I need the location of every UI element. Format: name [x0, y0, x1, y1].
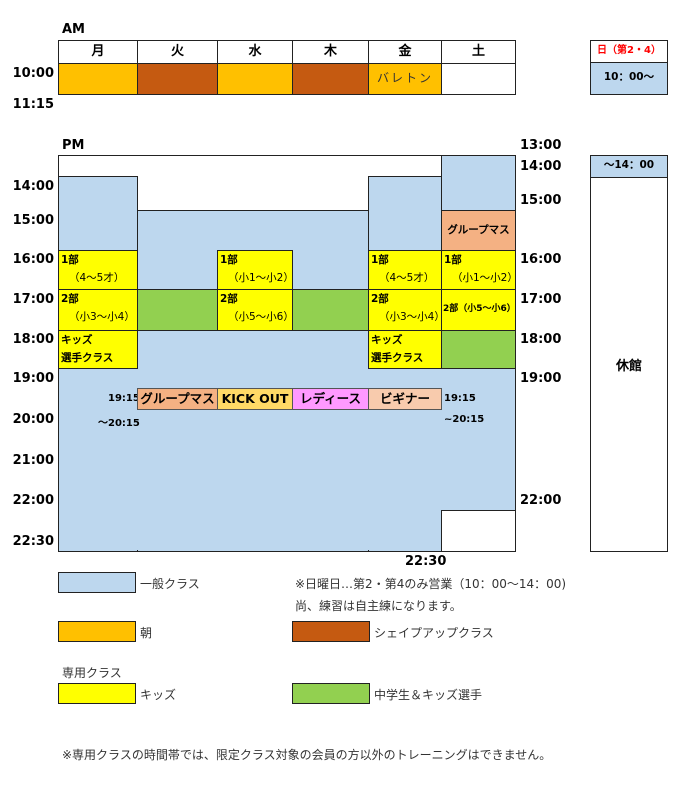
kids-title: 2部	[220, 293, 238, 305]
kids-title: キッズ	[61, 334, 93, 346]
am-sat-empty	[441, 63, 516, 95]
kids-title: 1部	[444, 254, 462, 266]
kids-title: キッズ	[371, 334, 403, 346]
sunday-closed-box: 休館	[590, 177, 668, 552]
mon-kids-part2: 2部 （小3～小4）	[58, 289, 138, 331]
footer-note: ※専用クラスの時間帯では、限定クラス対象の会員の方以外のトレーニングはできません…	[62, 748, 552, 762]
time-label-2100: 21:00	[12, 453, 54, 468]
kids-title: 1部	[371, 254, 389, 266]
mon-kids-part1: 1部 （4～5才）	[58, 250, 138, 290]
time-label-1000: 10:00	[12, 66, 54, 81]
kids-sub: 選手クラス	[61, 352, 114, 364]
time-label-r-1600: 16:00	[520, 252, 562, 267]
time-label-1115: 11:15	[12, 97, 54, 112]
time-label-r-1400: 14:00	[520, 159, 562, 174]
kids-title: 2部	[61, 293, 79, 305]
sunday-closed-label: 休館	[615, 359, 642, 374]
thu-junior-class	[292, 289, 369, 331]
legend-general-swatch	[58, 572, 136, 593]
legend-junior-label: 中学生＆キッズ選手	[374, 688, 483, 702]
legend-kids-label: キッズ	[140, 688, 177, 702]
legend-kids-swatch	[58, 683, 136, 704]
kids-title: 1部	[220, 254, 238, 266]
am-label: AM	[62, 22, 85, 37]
am-mon-morning-class	[58, 63, 138, 95]
legend-shapeup-label: シェイプアップクラス	[374, 626, 494, 640]
kids-sub: （小1～小2）	[228, 272, 294, 284]
legend-morning-label: 朝	[140, 626, 153, 640]
time-label-2000: 20:00	[12, 412, 54, 427]
wed-kickout-class: KICK OUT	[217, 388, 293, 410]
sat-junior-class	[441, 330, 516, 369]
evening-end-left: ～20:15	[98, 418, 140, 429]
sunday-header: 日（第2・4）	[590, 40, 668, 63]
pm-label: PM	[62, 138, 85, 153]
fri-beginner-class: ビギナー	[368, 388, 442, 410]
time-label-r-1700: 17:00	[520, 292, 562, 307]
thu-ladies-class: レディース	[292, 388, 369, 410]
tue-group-class: グループマス	[137, 388, 218, 410]
kids-sub: （小1～小2）	[452, 272, 518, 284]
legend-morning-swatch	[58, 621, 136, 642]
pm-late-fill	[60, 508, 441, 550]
time-label-r-2200: 22:00	[520, 493, 562, 508]
sunday-am-time: 10：00～	[590, 62, 668, 95]
mon-kids-selection: キッズ選手クラス	[58, 330, 138, 369]
time-label-r-1300: 13:00	[520, 138, 562, 153]
day-header-sat: 土	[441, 40, 516, 64]
am-thu-shapeup-class	[292, 63, 369, 95]
fri-kids-part2: 2部 （小3～小4）	[368, 289, 445, 331]
wed-kids-part1: 1部 （小1～小2）	[217, 250, 294, 290]
am-wed-morning-class	[217, 63, 293, 95]
fri-kids-part1: 1部 （4～5才）	[368, 250, 442, 290]
day-header-thu: 木	[292, 40, 369, 64]
kids-sub: （4～5才）	[69, 272, 125, 284]
time-label-r-1800: 18:00	[520, 332, 562, 347]
evening-start-right: 19:15	[444, 393, 476, 404]
time-label-1600: 16:00	[12, 252, 54, 267]
time-label-1500: 15:00	[12, 213, 54, 228]
time-label-bottom-2230: 22:30	[405, 554, 447, 569]
kids-title: 2部	[371, 293, 389, 305]
am-fri-barreton-class: バレトン	[368, 63, 442, 95]
kids-sub: 選手クラス	[371, 352, 424, 364]
time-label-1800: 18:00	[12, 332, 54, 347]
kids-sub: （小5～小6）	[228, 311, 294, 323]
legend-shapeup-swatch	[292, 621, 370, 642]
kids-sub: （小3～小4）	[379, 311, 445, 323]
sunday-note-1: ※日曜日…第2・第4のみ営業（10：00～14：00)	[295, 577, 567, 591]
day-header-mon: 月	[58, 40, 138, 64]
sat-kids-part2: 2部（小5～小6）	[441, 289, 516, 331]
kids-title: 1部	[61, 254, 79, 266]
evening-end-right: ~20:15	[444, 414, 485, 425]
sat-kids-part1: 1部 （小1～小2）	[441, 250, 518, 290]
time-label-2230: 22:30	[12, 534, 54, 549]
fri-kids-selection: キッズ選手クラス	[368, 330, 442, 369]
legend-dedicated-heading: 専用クラス	[62, 666, 122, 680]
tue-junior-class	[137, 289, 218, 331]
time-label-1700: 17:00	[12, 292, 54, 307]
legend-junior-swatch	[292, 683, 370, 704]
kids-sub: （小3～小4）	[69, 311, 135, 323]
time-label-2200: 22:00	[12, 493, 54, 508]
day-header-fri: 金	[368, 40, 442, 64]
day-header-tue: 火	[137, 40, 218, 64]
evening-start-left: 19:15	[108, 393, 140, 404]
sat-group-class: グループマス	[441, 210, 516, 251]
legend-general-label: 一般クラス	[140, 577, 200, 591]
time-label-1900: 19:00	[12, 371, 54, 386]
kids-sub: （4～5才）	[379, 272, 435, 284]
time-label-1400: 14:00	[12, 179, 54, 194]
wed-kids-part2: 2部 （小5～小6）	[217, 289, 294, 331]
day-header-wed: 水	[217, 40, 293, 64]
sunday-note-2: 尚、練習は自主練になります。	[295, 599, 462, 613]
time-label-r-1900: 19:00	[520, 371, 562, 386]
am-tue-shapeup-class	[137, 63, 218, 95]
sunday-pm-time: ～14：00	[590, 155, 668, 178]
time-label-r-1500: 15:00	[520, 193, 562, 208]
